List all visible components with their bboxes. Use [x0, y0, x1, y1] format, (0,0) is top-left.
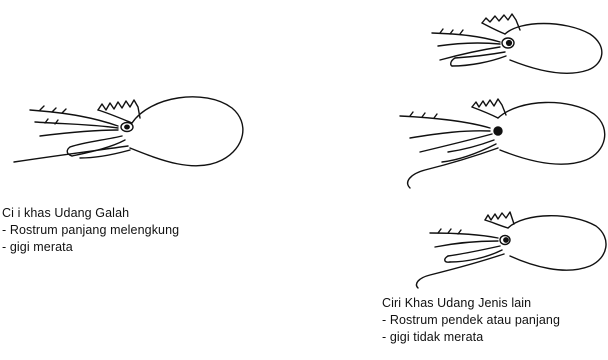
caption-title: Ciri Khas Udang Jenis lain	[382, 295, 560, 312]
giant-prawn-head-illustration	[14, 97, 243, 166]
other-shrimp-head-illustration-2	[400, 99, 605, 188]
rostrum-long-curved	[98, 100, 140, 118]
other-shrimp-head-illustration-1	[432, 14, 602, 73]
caption-line: - Rostrum pendek atau panjang	[382, 312, 560, 329]
caption-line: - gigi tidak merata	[382, 329, 560, 346]
rostrum-serrated-2	[472, 99, 506, 115]
caption-line: - gigi merata	[2, 239, 179, 256]
rostrum-serrated-3	[485, 212, 514, 224]
other-shrimp-head-illustration-3	[417, 212, 607, 288]
caption-title: Ci i khas Udang Galah	[2, 205, 179, 222]
other-shrimp-caption: Ciri Khas Udang Jenis lain - Rostrum pen…	[382, 295, 560, 346]
caption-line: - Rostrum panjang melengkung	[2, 222, 179, 239]
giant-prawn-caption: Ci i khas Udang Galah - Rostrum panjang …	[2, 205, 179, 256]
